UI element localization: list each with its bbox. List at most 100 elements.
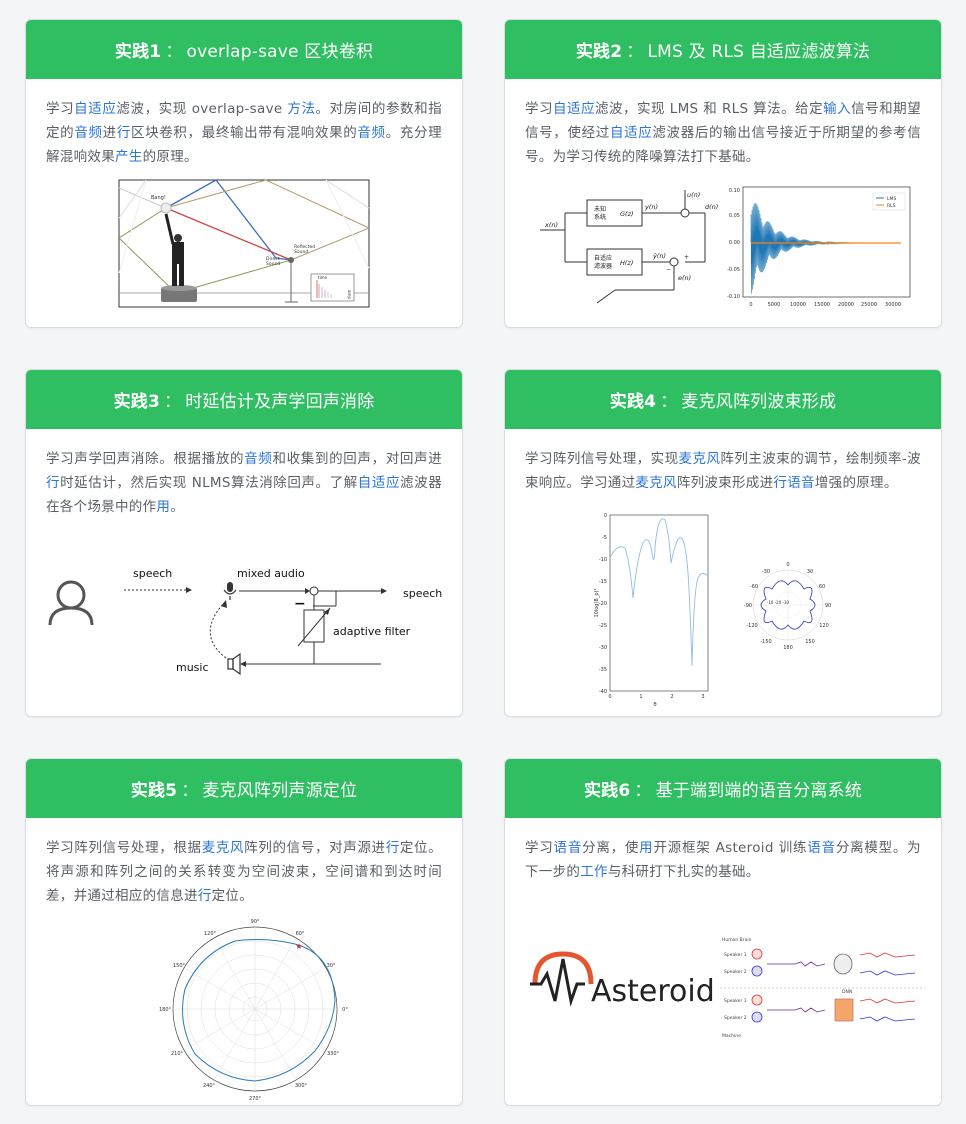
svg-text:5000: 5000: [768, 302, 781, 308]
svg-text:+: +: [684, 254, 689, 261]
svg-text:120°: 120°: [204, 931, 217, 937]
svg-text:y(n): y(n): [644, 203, 658, 211]
svg-text:0.00: 0.00: [729, 240, 740, 246]
svg-text:Speaker 1: Speaker 1: [724, 952, 747, 958]
svg-text:mixed audio: mixed audio: [237, 567, 305, 580]
svg-text:-20: -20: [599, 601, 607, 607]
svg-text:θ: θ: [653, 702, 656, 708]
card-practice-1: 实践1：overlap-save 区块卷积 学习自适应滤波，实现 overlap…: [25, 19, 463, 328]
svg-text:2: 2: [670, 694, 673, 700]
svg-text:-30: -30: [599, 645, 607, 651]
svg-text:e(n): e(n): [678, 274, 691, 282]
card-title: 麦克风阵列波束形成: [681, 392, 837, 412]
svg-text:-60: -60: [750, 584, 758, 590]
card-description: 学习阵列信号处理，实现麦克风阵列主波束的调节，绘制频率-波束响应。学习通过麦克风…: [525, 451, 921, 491]
card-label: 实践6: [583, 781, 631, 801]
svg-text:-0.05: -0.05: [727, 267, 740, 273]
svg-text:−: −: [294, 596, 306, 612]
svg-text:time: time: [318, 275, 328, 280]
card-label: 实践5: [130, 781, 178, 801]
adaptive-filter-figure: x(n) 未知 系统 G(z) 自适应 滤波器 H(z) y(n) u(n) d…: [505, 185, 941, 320]
svg-text:DNN: DNN: [842, 989, 852, 995]
svg-text:1: 1: [639, 694, 642, 700]
svg-text:30000: 30000: [885, 302, 901, 308]
reverb-illustration: Bang! Reflected Sound Direct Sound ti: [26, 178, 462, 308]
svg-text:adaptive filter: adaptive filter: [333, 625, 411, 638]
card-description: 学习自适应滤波，实现 LMS 和 RLS 算法。给定输入信号和期望信号，使经过自…: [525, 101, 921, 165]
svg-text:滤波器: 滤波器: [594, 262, 612, 270]
svg-text:30°: 30°: [327, 963, 336, 969]
svg-text:0: 0: [786, 562, 789, 568]
svg-text:0.10: 0.10: [729, 188, 740, 194]
svg-text:90°: 90°: [251, 919, 260, 925]
localization-polar-plot: ★ 90° 60° 30° 0° 330° 300° 270° 240° 210…: [26, 917, 462, 1102]
svg-text:-0.10: -0.10: [727, 294, 740, 300]
svg-text:G(z): G(z): [620, 210, 634, 218]
card-title: LMS 及 RLS 自适应滤波算法: [647, 42, 871, 62]
svg-text:Sound: Sound: [266, 261, 280, 267]
card-header: 实践6：基于端到端的语音分离系统: [505, 759, 941, 818]
card-title: 基于端到端的语音分离系统: [655, 781, 863, 801]
card-practice-2: 实践2：LMS 及 RLS 自适应滤波算法 学习自适应滤波，实现 LMS 和 R…: [504, 19, 942, 328]
card-description: 学习声学回声消除。根据播放的音频和收集到的回声，对回声进行时延估计，然后实现 N…: [46, 451, 442, 515]
svg-text:120: 120: [819, 623, 829, 629]
svg-text:u(n): u(n): [687, 191, 700, 199]
svg-text:0: 0: [608, 694, 611, 700]
person-icon: [48, 580, 94, 626]
svg-text:210°: 210°: [171, 1051, 184, 1057]
card-practice-5: 实践5：麦克风阵列声源定位 学习阵列信号处理，根据麦克风阵列的信号，对声源进行定…: [25, 758, 463, 1106]
card-practice-4: 实践4：麦克风阵列波束形成 学习阵列信号处理，实现麦克风阵列主波束的调节，绘制频…: [504, 369, 942, 717]
svg-text:60: 60: [819, 584, 825, 590]
svg-text:3: 3: [701, 694, 704, 700]
svg-text:10000: 10000: [790, 302, 806, 308]
svg-text:d(n): d(n): [705, 203, 718, 211]
card-title: 麦克风阵列声源定位: [202, 781, 358, 801]
svg-text:15000: 15000: [814, 302, 830, 308]
svg-text:-5: -5: [602, 535, 607, 541]
card-label: 实践3: [113, 392, 161, 412]
card-label: 实践4: [609, 392, 657, 412]
svg-text:−: −: [666, 266, 671, 273]
svg-text:Speaker 2: Speaker 2: [724, 969, 747, 975]
svg-text:240°: 240°: [203, 1083, 216, 1089]
svg-text:H(z): H(z): [620, 259, 633, 267]
svg-text:30: 30: [807, 569, 813, 575]
separation-figure: Asteroid Human Brain Speaker 1 Speaker 2…: [505, 929, 941, 1079]
svg-text:330°: 330°: [327, 1051, 340, 1057]
svg-text:10log(B_p)²: 10log(B_p)²: [594, 589, 600, 618]
card-title: overlap-save 区块卷积: [186, 42, 374, 62]
svg-text:-90: -90: [744, 603, 752, 609]
svg-text:Human Brain: Human Brain: [722, 937, 752, 943]
svg-text:Asteroid: Asteroid: [591, 974, 715, 1009]
asteroid-logo: Asteroid: [530, 951, 715, 1009]
svg-text:-10: -10: [599, 557, 607, 563]
svg-text:0.05: 0.05: [729, 213, 740, 219]
svg-text:20000: 20000: [838, 302, 854, 308]
svg-text:0: 0: [604, 513, 607, 519]
svg-text:ŷ(n): ŷ(n): [652, 252, 666, 260]
card-description: 学习自适应滤波，实现 overlap-save 方法。对房间的参数和指定的音频进…: [46, 101, 442, 165]
svg-text:Bang!: Bang!: [151, 195, 166, 201]
svg-text:x(n): x(n): [544, 221, 558, 229]
svg-text:-120: -120: [746, 623, 757, 629]
svg-text:Sound: Sound: [294, 249, 308, 255]
svg-text:Speaker 2: Speaker 2: [724, 1015, 747, 1021]
svg-text:-40: -40: [599, 689, 607, 695]
svg-text:speech: speech: [403, 587, 442, 600]
card-header: 实践3：时延估计及声学回声消除: [26, 370, 462, 429]
card-label: 实践1: [114, 42, 162, 62]
svg-text:150°: 150°: [173, 963, 186, 969]
svg-text:Direct: Direct: [266, 256, 280, 262]
svg-text:25000: 25000: [861, 302, 877, 308]
card-practice-6: 实践6：基于端到端的语音分离系统 学习语音分离，使用开源框架 Asteroid …: [504, 758, 942, 1106]
svg-text:150: 150: [805, 639, 815, 645]
card-header: 实践4：麦克风阵列波束形成: [505, 370, 941, 429]
svg-text:-150: -150: [760, 639, 771, 645]
svg-text:270°: 270°: [249, 1096, 262, 1102]
svg-text:-35: -35: [599, 667, 607, 673]
svg-text:Speaker 1: Speaker 1: [724, 998, 747, 1004]
svg-text:0: 0: [749, 302, 752, 308]
svg-text:0°: 0°: [342, 1007, 348, 1013]
svg-text:-25: -25: [599, 623, 607, 629]
svg-text:LMS: LMS: [887, 196, 896, 202]
